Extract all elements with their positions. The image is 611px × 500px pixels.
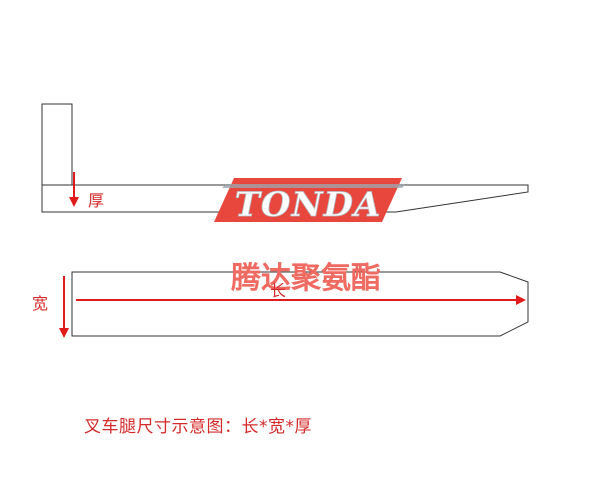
brand-cn-watermark: 腾达聚氨酯 [231, 261, 381, 296]
diagram-caption: 叉车腿尺寸示意图：长*宽*厚 [84, 417, 312, 437]
fork-blade-top [71, 271, 529, 337]
logo-text: TONDA [235, 185, 382, 225]
fork-top-view [71, 271, 529, 337]
length-label: 长 [270, 281, 286, 300]
width-label: 宽 [32, 294, 48, 313]
tonda-logo: TONDA [214, 178, 406, 225]
thickness-label: 厚 [88, 191, 104, 210]
